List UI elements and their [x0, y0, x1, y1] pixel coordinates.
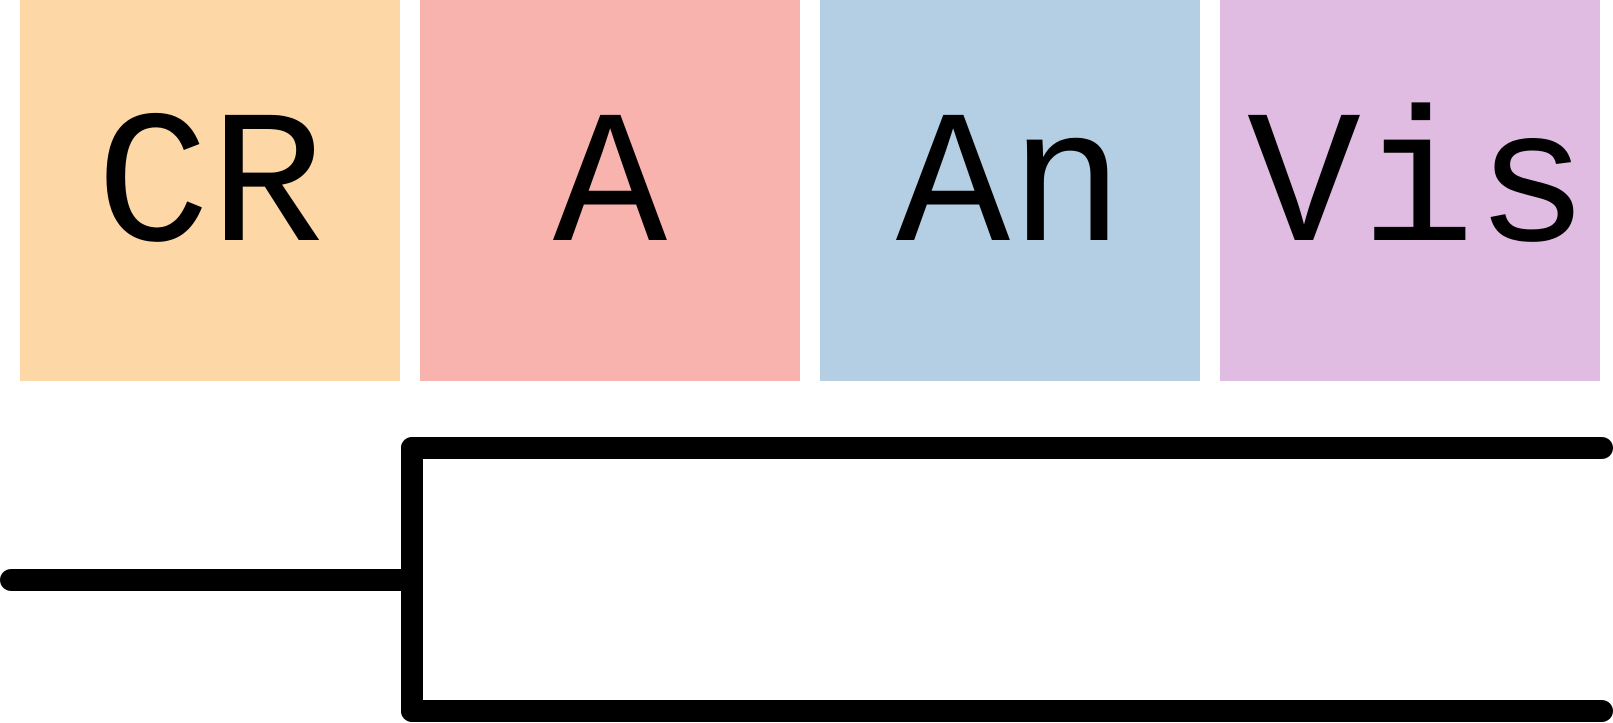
- block-label-cr: CR: [95, 82, 325, 298]
- color-block-vis: Vis: [1220, 0, 1600, 381]
- color-block-cr: CR: [20, 0, 400, 381]
- block-label-a: A: [552, 82, 668, 298]
- color-block-a: A: [420, 0, 800, 381]
- block-label-vis: Vis: [1246, 82, 1590, 298]
- block-label-an: An: [895, 82, 1125, 298]
- color-block-an: An: [820, 0, 1200, 381]
